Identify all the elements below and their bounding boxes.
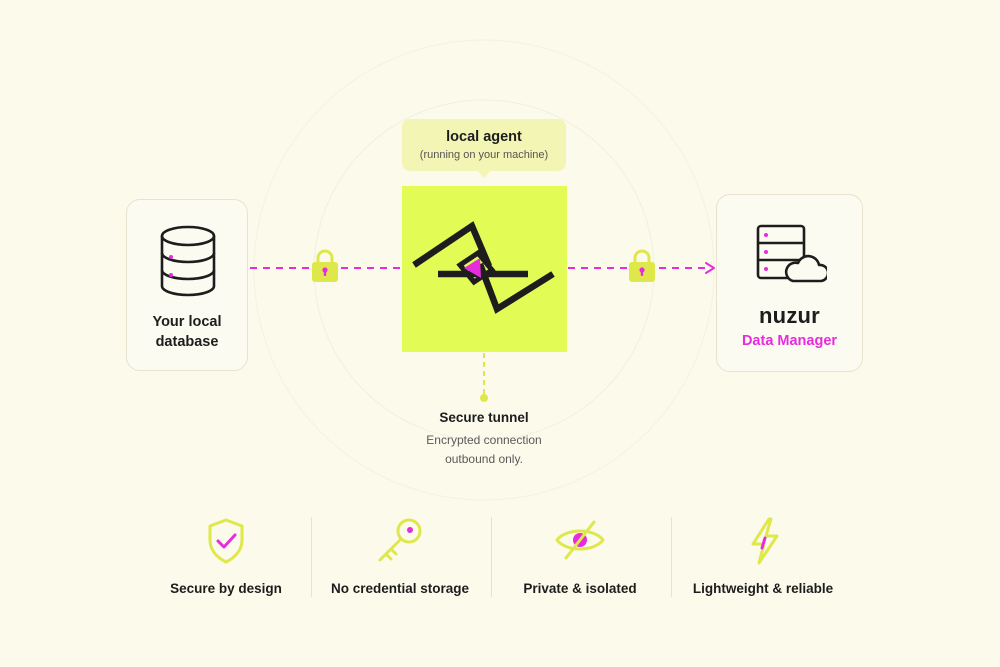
lock-icon bbox=[629, 249, 655, 282]
tunnel-title: Secure tunnel bbox=[439, 410, 529, 425]
feature-label: Lightweight & reliable bbox=[692, 581, 834, 596]
lightning-icon bbox=[751, 517, 779, 565]
agent-box bbox=[402, 186, 567, 352]
agent-logo-icon bbox=[412, 221, 555, 314]
feature-label: Secure by design bbox=[170, 581, 282, 596]
feature-divider bbox=[491, 517, 492, 597]
shield-check-icon bbox=[208, 518, 244, 564]
server-cloud-icon bbox=[756, 224, 827, 283]
database-label-line2: database bbox=[155, 334, 219, 350]
lock-icon bbox=[312, 249, 338, 282]
feature-lightweight-reliable: Lightweight & reliable bbox=[673, 512, 853, 612]
feature-private-isolated: Private & isolated bbox=[490, 512, 670, 612]
arrow-head-icon bbox=[705, 262, 715, 274]
agent-tooltip: local agent (running on your machine) bbox=[402, 119, 566, 171]
feature-label: No credential storage bbox=[330, 581, 470, 596]
feature-secure-by-design: Secure by design bbox=[136, 512, 316, 612]
agent-title: local agent bbox=[446, 129, 522, 145]
feature-divider bbox=[671, 517, 672, 597]
agent-subtitle: (running on your machine) bbox=[419, 149, 549, 161]
database-icon bbox=[160, 225, 216, 297]
data-manager-label: Data Manager bbox=[741, 333, 838, 349]
key-icon bbox=[378, 518, 422, 562]
database-label-line1: Your local bbox=[152, 314, 222, 330]
brand-name: nuzur bbox=[759, 303, 820, 328]
tunnel-description-line2: outbound only. bbox=[445, 452, 523, 466]
tunnel-dot bbox=[480, 394, 488, 402]
data-manager-card: nuzur Data Manager bbox=[716, 194, 863, 372]
eye-off-icon bbox=[555, 520, 605, 560]
tunnel-description-line1: Encrypted connection bbox=[426, 433, 542, 447]
local-database-card: Your local database bbox=[126, 199, 248, 371]
feature-divider bbox=[311, 517, 312, 597]
agent-tooltip-tail bbox=[477, 170, 491, 178]
feature-no-credential-storage: No credential storage bbox=[310, 512, 490, 612]
feature-label: Private & isolated bbox=[523, 581, 637, 596]
